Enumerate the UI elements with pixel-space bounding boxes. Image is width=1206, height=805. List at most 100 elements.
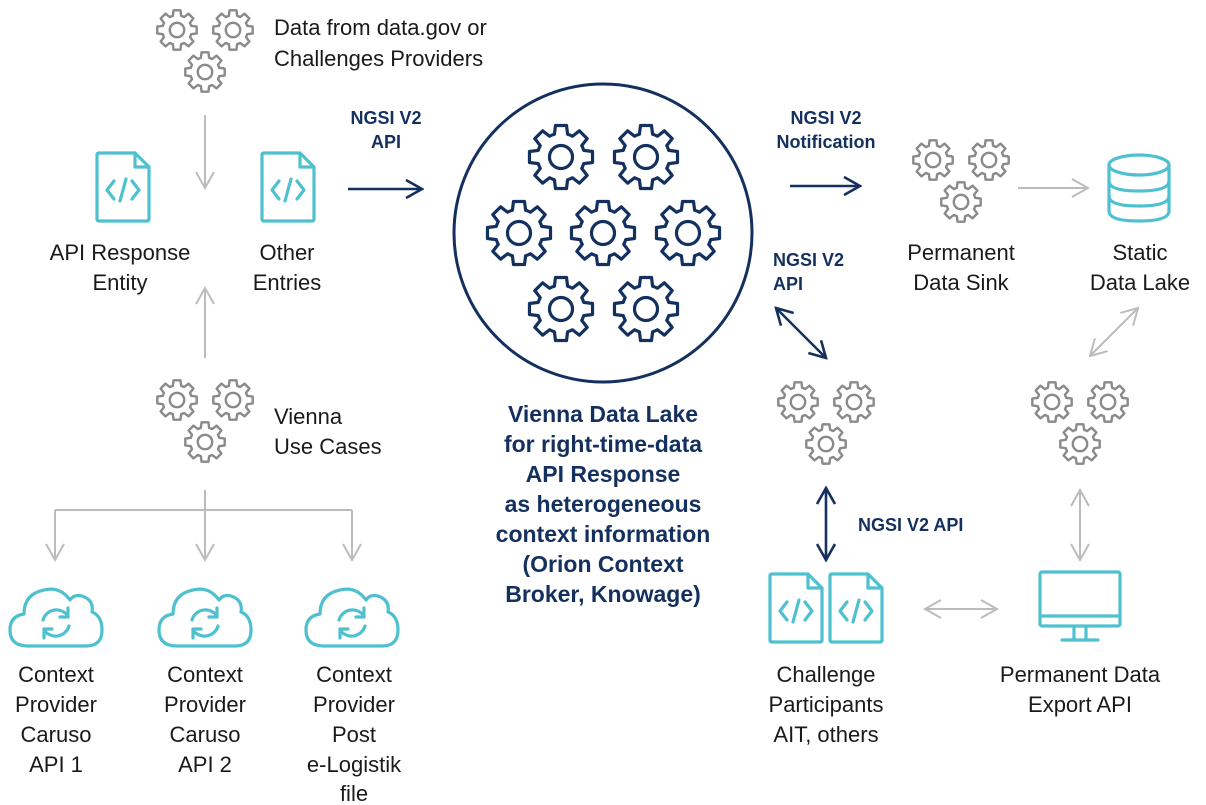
arrow-lake-export-diagonal [1090, 308, 1138, 356]
lake-line-1: Static [1112, 240, 1167, 265]
gear-icon [485, 199, 553, 267]
label-context-provider-2: Context Provider Caruso API 2 [164, 662, 246, 777]
cloud-sync-icon [157, 587, 253, 648]
ngsi-notif-line-2: Notification [777, 132, 876, 152]
gear-icon [654, 199, 722, 267]
gear-icon [569, 199, 637, 267]
label-ngsi-api-vertical: NGSI V2 API [858, 515, 963, 535]
use-cases-line-1: Vienna [274, 404, 343, 429]
other-entries-line-2: Entries [253, 270, 321, 295]
monitor-icon [1038, 570, 1122, 642]
label-ngsi-api-in: NGSI V2 API [350, 108, 421, 152]
gear-icon [912, 139, 954, 181]
gear-icon [833, 381, 875, 423]
gray-connectors [55, 115, 1138, 609]
use-cases-line-2: Use Cases [274, 434, 382, 459]
center-line-3: API Response [526, 461, 681, 487]
data-gov-line-2: Challenges Providers [274, 46, 483, 71]
center-line-2: for right-time-data [504, 431, 702, 457]
center-line-6: (Orion Context [523, 551, 684, 577]
ngsi-notif-line-1: NGSI V2 [790, 108, 861, 128]
gear-icon [527, 123, 595, 191]
label-permanent-export: Permanent Data Export API [1000, 662, 1161, 717]
gear-icon [805, 423, 847, 465]
export-line-1: Permanent Data [1000, 662, 1161, 687]
cloud-sync-icon [304, 587, 400, 648]
provider-3-line-2: Provider [313, 692, 395, 717]
gear-icon [612, 275, 680, 343]
provider-2-line-4: API 2 [178, 752, 232, 777]
lake-line-2: Data Lake [1090, 270, 1190, 295]
api-response-line-1: API Response [50, 240, 191, 265]
label-challenge-participants: Challenge Participants AIT, others [769, 662, 884, 747]
center-line-1: Vienna Data Lake [508, 401, 698, 427]
arrow-ngsi-diagonal [776, 308, 826, 358]
gear-icon [212, 9, 254, 51]
vienna-data-lake-circle [452, 82, 754, 384]
provider-2-line-1: Context [167, 662, 243, 687]
gear-icon [1059, 423, 1101, 465]
gear-icon [184, 51, 226, 93]
center-line-5: context information [496, 521, 711, 547]
provider-3-line-3: Post [332, 722, 376, 747]
data-gov-line-1: Data from data.gov or [274, 15, 487, 40]
label-other-entries: Other Entries [253, 240, 321, 295]
gear-icon [156, 9, 198, 51]
provider-2-line-3: Caruso [170, 722, 241, 747]
provider-3-line-5: file [340, 781, 368, 805]
teal-icons [8, 151, 1171, 648]
gear-icon [527, 275, 595, 343]
participants-line-2: Participants [769, 692, 884, 717]
label-data-gov: Data from data.gov or Challenges Provide… [274, 15, 487, 71]
provider-3-line-1: Context [316, 662, 392, 687]
label-context-provider-3: Context Provider Post e-Logistik file [307, 662, 402, 805]
label-ngsi-api-right: NGSI V2 API [773, 250, 844, 294]
navy-connectors [348, 186, 860, 560]
ngsi-right-line-2: API [773, 274, 803, 294]
code-file-icon [768, 572, 824, 644]
label-api-response-entity: API Response Entity [50, 240, 191, 295]
ngsi-right-line-1: NGSI V2 [773, 250, 844, 270]
gear-clusters [156, 9, 1129, 465]
label-context-provider-1: Context Provider Caruso API 1 [15, 662, 97, 777]
gear-icon [212, 379, 254, 421]
provider-1-line-4: API 1 [29, 752, 83, 777]
cloud-sync-icon [8, 587, 104, 648]
database-icon [1107, 153, 1171, 223]
provider-3-line-4: e-Logistik [307, 752, 402, 777]
code-file-icon [828, 572, 884, 644]
ngsi-in-line-1: NGSI V2 [350, 108, 421, 128]
center-line-4: as heterogeneous [505, 491, 702, 517]
other-entries-line-1: Other [259, 240, 314, 265]
gear-icon [612, 123, 680, 191]
provider-2-line-2: Provider [164, 692, 246, 717]
code-file-icon [95, 151, 151, 223]
participants-line-3: AIT, others [773, 722, 878, 747]
provider-1-line-3: Caruso [21, 722, 92, 747]
label-static-data-lake: Static Data Lake [1090, 240, 1190, 295]
api-response-line-2: Entity [92, 270, 147, 295]
provider-1-line-2: Provider [15, 692, 97, 717]
ngsi-in-line-2: API [371, 132, 401, 152]
participants-line-1: Challenge [776, 662, 875, 687]
gear-icon [1031, 381, 1073, 423]
gear-icon [184, 421, 226, 463]
center-gear-cluster [485, 123, 722, 343]
sink-line-1: Permanent [907, 240, 1015, 265]
label-center-description: Vienna Data Lake for right-time-data API… [496, 401, 711, 607]
gear-icon [1087, 381, 1129, 423]
export-line-2: Export API [1028, 692, 1132, 717]
label-vienna-use-cases: Vienna Use Cases [274, 404, 382, 459]
label-ngsi-notification: NGSI V2 Notification [777, 108, 876, 152]
label-permanent-data-sink: Permanent Data Sink [907, 240, 1015, 295]
center-line-7: Broker, Knowage) [505, 581, 701, 607]
gear-icon [968, 139, 1010, 181]
gear-icon [156, 379, 198, 421]
sink-line-2: Data Sink [913, 270, 1009, 295]
gear-icon [777, 381, 819, 423]
provider-1-line-1: Context [18, 662, 94, 687]
code-file-icon [260, 151, 316, 223]
gear-icon [940, 181, 982, 223]
